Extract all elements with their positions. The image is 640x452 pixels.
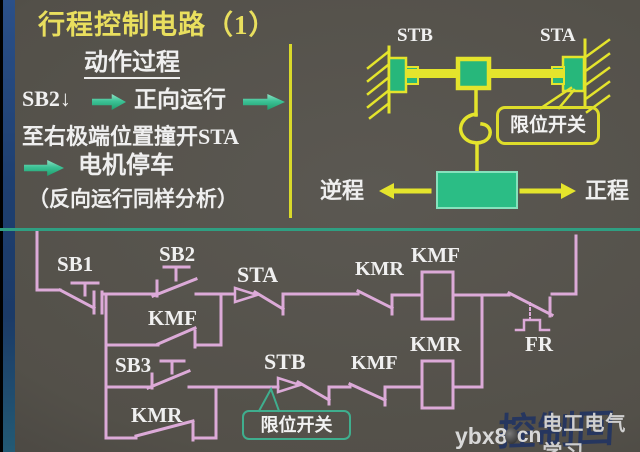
fr-label: FR bbox=[525, 332, 553, 356]
step2-text: 至右极端位置撞开STA bbox=[22, 124, 240, 149]
callout-pointer-top bbox=[539, 86, 576, 110]
watermark-logo-icon bbox=[505, 428, 518, 444]
stb-label: STB bbox=[264, 349, 306, 374]
sb2-switch bbox=[151, 265, 198, 298]
subtitle: 动作过程 bbox=[84, 50, 180, 80]
sb3-switch bbox=[146, 359, 191, 390]
stb-limit-switch-block bbox=[387, 56, 419, 94]
watermark-tld: cn bbox=[516, 424, 542, 447]
watermark-text: 电工电气学习 bbox=[542, 413, 627, 452]
section-divider-line bbox=[0, 228, 640, 231]
kmr-hold-contact bbox=[104, 419, 218, 442]
callout-pointer-bottom bbox=[257, 386, 281, 413]
kmf-coil-label: KMF bbox=[411, 243, 460, 267]
kmr-interlock-label: KMR bbox=[355, 258, 404, 280]
step-result1-label: 正向运行 bbox=[134, 87, 226, 112]
kmf-interlock-contact bbox=[348, 382, 387, 407]
slider-box bbox=[455, 56, 492, 91]
watermark: ybx8 cn 电工电气学习 bbox=[455, 407, 640, 452]
kmr-hold-label: KMR bbox=[131, 403, 183, 427]
left-wall-hatch-icon bbox=[366, 45, 391, 120]
mech-sta-label: STA bbox=[540, 25, 576, 46]
kmf-hold-label: KMF bbox=[148, 306, 197, 330]
fr-overload bbox=[506, 290, 555, 332]
reverse-travel-label: 逆程 bbox=[320, 178, 365, 203]
right-wall-hatch-icon bbox=[583, 38, 611, 114]
sb2-label: SB2 bbox=[159, 242, 196, 266]
stb-switch bbox=[276, 376, 332, 406]
left-black-edge bbox=[0, 0, 3, 452]
step-result2-label: 电机停车 bbox=[78, 153, 174, 179]
mech-stb-label: STB bbox=[397, 25, 433, 46]
hook-icon bbox=[458, 86, 492, 175]
cart-box bbox=[436, 171, 518, 209]
watermark-site: ybx8 bbox=[455, 422, 508, 449]
sb3-label: SB3 bbox=[115, 353, 152, 377]
kmr-coil bbox=[420, 359, 455, 410]
sta-switch bbox=[233, 286, 286, 316]
left-navy-strip bbox=[3, 0, 15, 452]
step-trigger-label: SB2↓ bbox=[22, 86, 71, 111]
kmr-coil-label: KMR bbox=[410, 332, 462, 356]
mech-diagram bbox=[366, 38, 611, 209]
note-text: （反向运行同样分析） bbox=[28, 187, 238, 211]
left-supply-rail bbox=[35, 229, 62, 292]
page-title: 行程控制电路（1） bbox=[38, 10, 277, 40]
forward-travel-label: 正程 bbox=[585, 178, 630, 203]
limit-switch-callout: 限位开关 bbox=[496, 106, 600, 145]
forward-arrow-icon bbox=[519, 183, 576, 199]
kmf-interlock-label: KMF bbox=[351, 352, 398, 374]
kmf-hold-contact bbox=[104, 326, 223, 349]
reverse-arrow-icon bbox=[379, 183, 432, 199]
sta-label: STA bbox=[237, 262, 279, 287]
sb1-label: SB1 bbox=[57, 252, 94, 276]
column-divider-line bbox=[289, 44, 292, 218]
control-circuit bbox=[35, 229, 578, 442]
limit-switch-callout-circuit: 限位开关 bbox=[242, 410, 351, 440]
sb1-switch bbox=[57, 281, 104, 315]
kmf-coil bbox=[420, 270, 455, 321]
kmr-interlock-contact bbox=[355, 288, 395, 316]
